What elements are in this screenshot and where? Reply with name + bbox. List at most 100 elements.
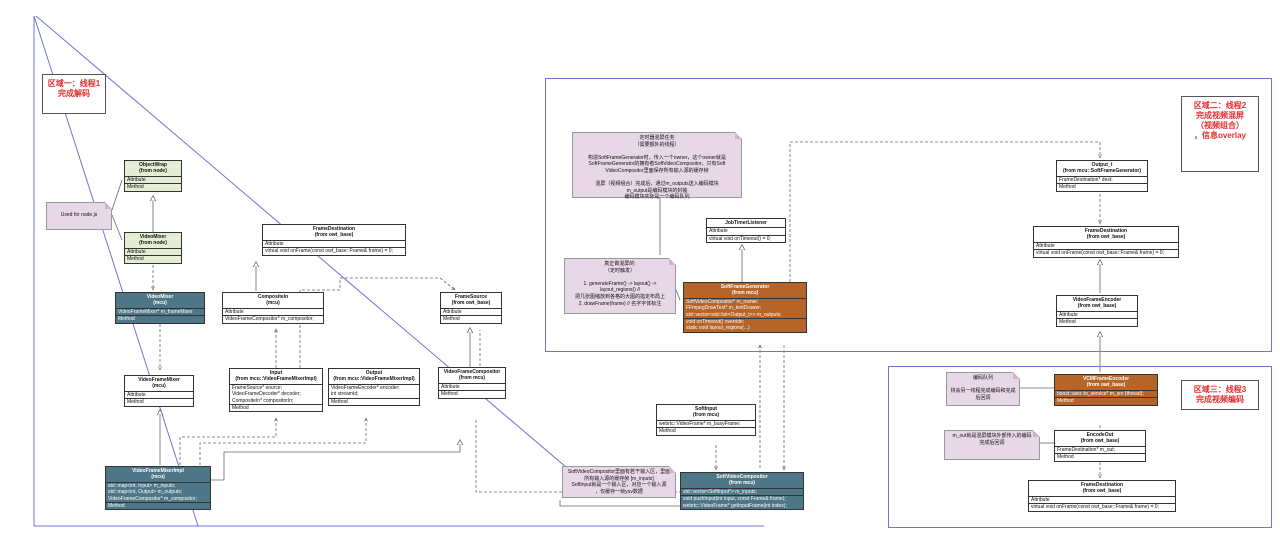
class-compartment: virtual void onFrame(const owt_base::Fra…	[265, 248, 393, 255]
class-compartment: Attribute	[441, 309, 501, 317]
class-compartment: Method	[1059, 319, 1076, 326]
class-header: VideoFrameMixer(mcu)	[125, 376, 193, 392]
class-compartment: Method	[331, 398, 348, 405]
class-compartment: Method	[125, 256, 181, 263]
class-compartment: VideoFrameCompositor* m_compositor;	[225, 316, 314, 323]
class-compartment: SoftVideoCompositor* m_owner; FFmpegDraw…	[684, 298, 806, 320]
class-header: SoftInput(from mcu)	[657, 405, 755, 421]
class-header: VideoFrameCompositor(from mcu)	[439, 368, 505, 384]
class-package: (mcu)	[266, 300, 280, 307]
class-compartment: Attribute	[125, 176, 181, 185]
class-name: VideoMixer	[146, 294, 174, 300]
class-framedestination-r2: FrameDestination(from owt_base) Attribut…	[1033, 226, 1179, 258]
note-m-out: m_out就是混屏模块外部传入的编码 完成后回调	[944, 430, 1040, 460]
class-name: VCMFrameEncoder	[1082, 376, 1130, 382]
class-name: VideoFrameCompositor	[443, 369, 501, 375]
note-encode-queue: 编码队列 将会另一线程完成编码和完成后回调	[946, 372, 1020, 406]
class-package: (from node)	[139, 168, 167, 175]
class-package: (mcu)	[152, 383, 166, 390]
class-package: (from mcu)	[458, 375, 486, 382]
class-name: VideoFrameEncoder	[1072, 297, 1122, 303]
class-header: VideoMixer(from node)	[125, 233, 181, 249]
class-name: JobTimerListener	[725, 220, 767, 226]
class-softinput: SoftInput(from mcu) webrtc::VideoFrame* …	[656, 404, 756, 436]
class-package: (mcu)	[151, 474, 165, 481]
class-header: ObjectWrap(from node)	[125, 161, 181, 177]
class-compartment: virtual void onTimeout() = 0;	[709, 235, 771, 242]
class-compartment: Attribute	[263, 241, 405, 249]
region3-frame	[888, 366, 1272, 528]
class-header: SoftVideoCompositor(from mcu)	[681, 473, 803, 489]
class-compartment: Method	[232, 405, 249, 412]
class-package: (from mcu)	[728, 480, 756, 487]
class-compartment: Attribute	[1029, 497, 1175, 505]
note-fold-corner	[1013, 372, 1020, 379]
class-compartment: std::map<int, Input> m_inputs; std::map<…	[106, 482, 210, 504]
class-videomixer-mcu: VideoMixer(mcu) VideoFrameMixer* m_frame…	[115, 292, 205, 324]
class-header: FrameDestination(from owt_base)	[1034, 227, 1178, 243]
class-name: Input	[269, 370, 283, 376]
class-compartment: Method	[659, 428, 676, 435]
class-header: SoftFrameGenerator(from mcu)	[684, 283, 806, 299]
note-fold-corner	[669, 258, 676, 265]
class-package: (from owt_base)	[314, 232, 354, 239]
class-compartment: VideoFrameEncoder* encoder; int streamId…	[329, 385, 419, 399]
note-compositor: SoftVideoCompositor里面有若干输入区，里面 所有输入源的缓存帧…	[562, 466, 676, 498]
class-package: (from mcu::VideoFrameMixerImpl)	[235, 376, 317, 383]
class-header: FrameDestination(from owt_base)	[263, 225, 405, 241]
class-name: VideoFrameMixerImpl	[132, 468, 184, 474]
note-fold-corner	[735, 132, 742, 139]
class-compartment: std::vector<SoftInput*> m_inputs;	[681, 488, 803, 497]
class-name: SoftVideoCompositor	[716, 474, 768, 480]
class-name: ObjectWrap	[139, 162, 167, 168]
class-name: FrameDestination	[1080, 482, 1124, 488]
class-compartment: Attribute	[125, 248, 181, 257]
class-softvideocompositor: SoftVideoCompositor(from mcu) std::vecto…	[680, 472, 804, 511]
class-name: VideoMixer	[139, 234, 167, 240]
class-package: (mcu)	[153, 300, 167, 307]
class-compartment: Method	[127, 399, 144, 406]
class-package: (from mcu)	[692, 412, 720, 419]
class-encodeout: EncodeOut(from owt_base) FrameDestinatio…	[1054, 430, 1146, 462]
note-mixing: 真正做混屏的: （定时触发） 1. generateFrame() -> lay…	[564, 258, 676, 314]
class-name: FrameDestination	[312, 226, 356, 232]
class-compartment: FrameDestination* m_out;	[1055, 447, 1145, 455]
class-package: (from owt_base)	[1077, 303, 1117, 310]
class-softframegenerator: SoftFrameGenerator(from mcu) SoftVideoCo…	[683, 282, 807, 333]
class-compartment: Attribute	[1034, 243, 1178, 251]
class-package: (from owt_base)	[451, 300, 491, 307]
class-name: SoftInput	[695, 406, 717, 412]
class-header: Output_t(from mcu::SoftFrameGenerator)	[1057, 161, 1147, 177]
note-fold-corner	[1033, 430, 1040, 437]
class-name: EncodeOut	[1086, 432, 1114, 438]
class-compartment: Method	[441, 391, 458, 398]
class-header: CompositeIn(mcu)	[223, 293, 323, 309]
class-output: Output(from mcu::VideoFrameMixerImpl) Vi…	[328, 368, 420, 407]
class-package: (from node)	[139, 240, 167, 247]
class-header: VCMFrameEncoder(from owt_base)	[1055, 375, 1157, 391]
class-header: Input(from mcu::VideoFrameMixerImpl)	[230, 369, 322, 385]
class-compartment: Method	[1057, 454, 1074, 461]
note-timer-task: 定时器混屏任务 （需要额外的线程） 构造SoftFrameGenerator时，…	[572, 132, 742, 200]
region2-label: 区域二：线程2 完成视频混屏 （视频组合） ，信息overlay	[1181, 96, 1259, 172]
class-compartment: Attribute	[125, 392, 193, 400]
class-compartment: Method	[116, 316, 204, 323]
class-compartment: Method	[1055, 398, 1157, 405]
region1-label: 区域一：线程1 完成解码	[42, 74, 106, 114]
region-divider-line	[35, 15, 601, 497]
class-package: (from owt_base)	[1082, 488, 1122, 495]
class-header: FrameSource(from owt_base)	[441, 293, 501, 309]
class-compartment: boost::asio::io_service* m_srv (thread);	[1055, 390, 1157, 399]
class-header: VideoFrameMixerImpl(mcu)	[106, 467, 210, 483]
class-compartment: Attribute	[1057, 312, 1137, 320]
class-compartment: Attribute	[707, 228, 785, 236]
class-package: (from owt_base)	[1086, 234, 1126, 241]
class-header: EncodeOut(from owt_base)	[1055, 431, 1145, 447]
class-compartment: void pushInput(int input, const Frame& f…	[681, 496, 803, 510]
class-package: (from mcu)	[731, 290, 759, 297]
class-framedestination-left: FrameDestination(from owt_base) Attribut…	[262, 224, 406, 256]
